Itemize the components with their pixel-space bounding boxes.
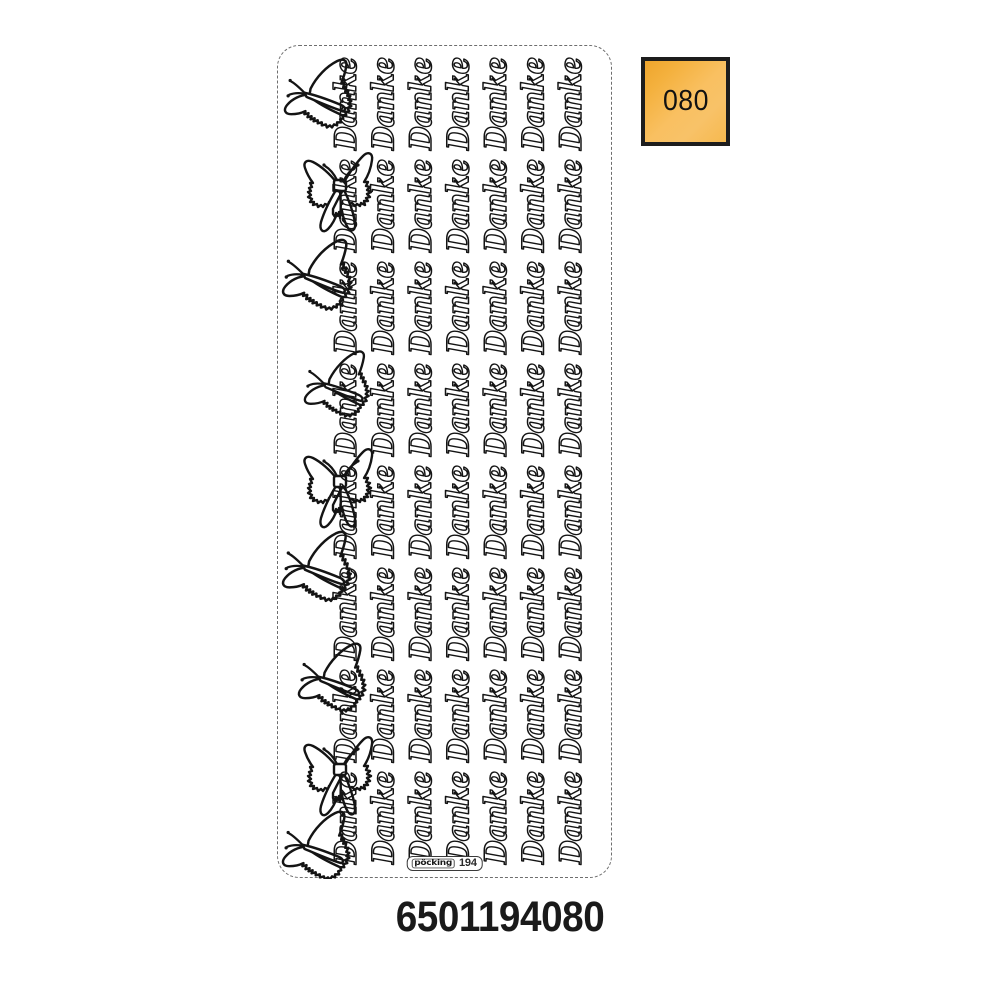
danke-sticker: Danke: [442, 58, 477, 151]
danke-sticker: Danke: [442, 670, 477, 763]
danke-sticker: Danke: [367, 160, 402, 253]
danke-sticker: Danke: [479, 262, 514, 355]
danke-sticker: Danke: [404, 262, 439, 355]
danke-sticker: Danke: [479, 772, 514, 865]
brand-logo: pöcking 194: [406, 856, 483, 871]
danke-sticker: Danke: [367, 670, 402, 763]
danke-sticker: Danke: [442, 772, 477, 865]
danke-sticker: Danke: [517, 160, 552, 253]
danke-sticker: Danke: [404, 772, 439, 865]
danke-sticker: Danke: [404, 160, 439, 253]
danke-sticker: Danke: [517, 670, 552, 763]
danke-sticker: Danke: [329, 466, 364, 559]
danke-sticker: Danke: [367, 58, 402, 151]
brand-series-number: 194: [459, 857, 477, 869]
danke-sticker: Danke: [554, 772, 589, 865]
color-code-label: 080: [662, 85, 709, 117]
danke-sticker: Danke: [442, 364, 477, 457]
color-swatch: 080: [641, 57, 730, 146]
danke-sticker: Danke: [479, 58, 514, 151]
danke-sticker: Danke: [404, 466, 439, 559]
danke-sticker: Danke: [367, 772, 402, 865]
product-code-label: 6501194080: [395, 893, 605, 941]
danke-sticker: Danke: [329, 364, 364, 457]
danke-sticker: Danke: [404, 568, 439, 661]
danke-sticker: Danke: [367, 466, 402, 559]
danke-sticker: Danke: [367, 364, 402, 457]
danke-sticker: Danke: [404, 58, 439, 151]
danke-sticker: Danke: [442, 466, 477, 559]
danke-sticker: Danke: [404, 670, 439, 763]
danke-sticker: Danke: [367, 568, 402, 661]
danke-sticker: Danke: [367, 262, 402, 355]
danke-sticker: Danke: [442, 568, 477, 661]
danke-sticker: Danke: [479, 364, 514, 457]
danke-sticker: Danke: [517, 364, 552, 457]
danke-sticker: Danke: [554, 58, 589, 151]
danke-sticker: Danke: [517, 58, 552, 151]
danke-sticker: Danke: [517, 772, 552, 865]
danke-sticker: Danke: [329, 568, 364, 661]
danke-sticker: Danke: [442, 160, 477, 253]
brand-mark-text: pöcking: [411, 858, 456, 869]
danke-sticker: Danke: [329, 58, 364, 151]
danke-sticker: Danke: [554, 364, 589, 457]
danke-sticker: Danke: [329, 262, 364, 355]
danke-sticker: Danke: [442, 262, 477, 355]
danke-sticker: Danke: [554, 466, 589, 559]
danke-sticker: Danke: [329, 670, 364, 763]
danke-sticker: Danke: [517, 262, 552, 355]
danke-sticker: Danke: [404, 364, 439, 457]
danke-sticker: Danke: [479, 670, 514, 763]
danke-sticker: Danke: [329, 772, 364, 865]
danke-sticker: Danke: [479, 160, 514, 253]
danke-sticker: Danke: [329, 160, 364, 253]
danke-sticker: Danke: [479, 568, 514, 661]
danke-sticker: Danke: [554, 160, 589, 253]
danke-sticker: Danke: [554, 262, 589, 355]
danke-sticker: Danke: [479, 466, 514, 559]
danke-sticker: Danke: [517, 466, 552, 559]
danke-sticker: Danke: [554, 670, 589, 763]
danke-sticker: Danke: [517, 568, 552, 661]
danke-sticker: Danke: [554, 568, 589, 661]
